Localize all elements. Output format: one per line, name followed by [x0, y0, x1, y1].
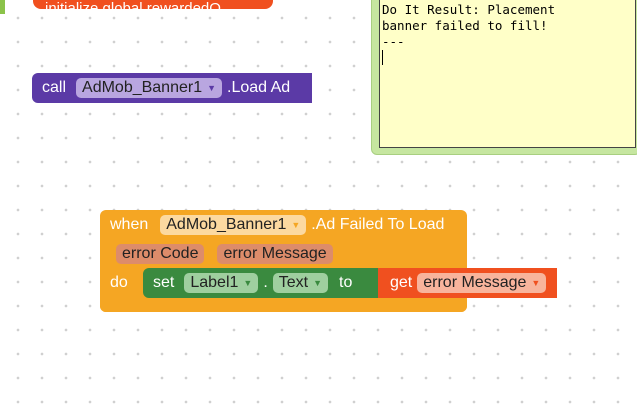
property-dropdown[interactable]: Text ▼ [272, 273, 329, 293]
comment-line: banner failed to fill! [382, 18, 548, 33]
comment-line: --- [382, 34, 405, 49]
do-it-result-comment[interactable]: Do It Result: Placement banner failed to… [371, 0, 637, 155]
method-label: .Load Ad [227, 79, 291, 96]
property-name: Text [278, 274, 309, 291]
comment-textarea[interactable]: Do It Result: Placement banner failed to… [379, 0, 636, 148]
initialize-global-block[interactable]: initialize global rewardedO... [33, 0, 273, 9]
component-name: AdMob_Banner1 [166, 216, 287, 233]
when-keyword: when [110, 216, 149, 233]
chevron-down-icon: ▼ [207, 83, 217, 93]
component-dropdown[interactable]: AdMob_Banner1 ▼ [76, 78, 223, 98]
variable-dropdown[interactable]: error Message ▼ [417, 273, 547, 293]
comment-line: Do It Result: Placement [382, 2, 556, 17]
call-load-ad-block[interactable]: call AdMob_Banner1 ▼ .Load Ad [32, 73, 312, 103]
text-cursor [382, 50, 383, 65]
event-label: .Ad Failed To Load [311, 216, 445, 233]
to-keyword: to [339, 274, 353, 291]
chevron-down-icon: ▼ [291, 220, 301, 230]
get-error-message-block[interactable]: get error Message ▼ [378, 268, 557, 298]
chevron-down-icon: ▼ [313, 278, 323, 288]
param-error-code[interactable]: error Code [116, 244, 205, 264]
component-name: AdMob_Banner1 [82, 79, 203, 96]
set-keyword: set [153, 274, 175, 291]
green-block-edge[interactable] [0, 0, 5, 14]
variable-name: error Message [423, 274, 527, 291]
set-label-text-block[interactable]: set Label1 ▼ . Text ▼ to [143, 268, 381, 298]
do-keyword: do [110, 274, 128, 291]
get-keyword: get [390, 274, 413, 291]
param-error-message[interactable]: error Message [217, 244, 333, 264]
call-keyword: call [42, 79, 67, 96]
label-component-dropdown[interactable]: Label1 ▼ [184, 273, 259, 293]
chevron-down-icon: ▼ [243, 278, 253, 288]
event-component-dropdown[interactable]: AdMob_Banner1 ▼ [160, 215, 307, 235]
dot-separator: . [263, 274, 268, 291]
chevron-down-icon: ▼ [531, 278, 541, 288]
initialize-global-label: initialize global rewardedO... [45, 0, 234, 9]
component-name: Label1 [190, 274, 239, 291]
